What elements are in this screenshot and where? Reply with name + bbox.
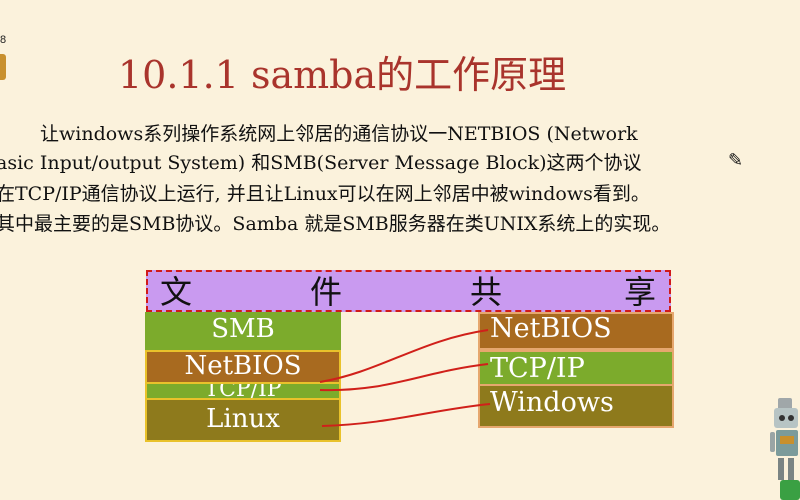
mouse-cursor-icon: ✎ — [728, 150, 744, 171]
layer-smb: SMB — [145, 312, 341, 350]
paragraph-line-4: 其中最主要的是SMB协议。Samba 就是SMB服务器在类UNIX系统上的实现。 — [0, 213, 671, 235]
corner-label: 8 — [0, 34, 7, 46]
corner-decoration — [0, 54, 6, 80]
layer-netbios: NetBIOS — [478, 312, 674, 350]
layer-netbios: NetBIOS — [145, 350, 341, 384]
banner-char: 文 — [160, 273, 193, 311]
robot-mascot-icon — [770, 398, 800, 500]
connector-netbios — [319, 329, 489, 383]
banner-char: 共 — [470, 273, 503, 311]
paragraph-line-2: asic Input/output System) 和SMB(Server Me… — [0, 152, 642, 174]
layer-windows: Windows — [478, 384, 674, 428]
layer-tcpip: TCP/IP — [478, 350, 674, 386]
banner-char: 享 — [624, 273, 657, 311]
page-title: 10.1.1 samba的工作原理 — [118, 53, 567, 97]
file-sharing-banner: 文 件 共 享 — [146, 270, 671, 312]
paragraph-line-1: 让windows系列操作系统网上邻居的通信协议一NETBIOS (Network — [40, 123, 638, 145]
paragraph-line-3: 在TCP/IP通信协议上运行, 并且让Linux可以在网上邻居中被windows… — [0, 183, 650, 205]
connector-windows — [321, 403, 491, 427]
layer-linux: Linux — [145, 398, 341, 442]
connector-tcpip — [319, 363, 489, 392]
banner-char: 件 — [310, 273, 343, 311]
